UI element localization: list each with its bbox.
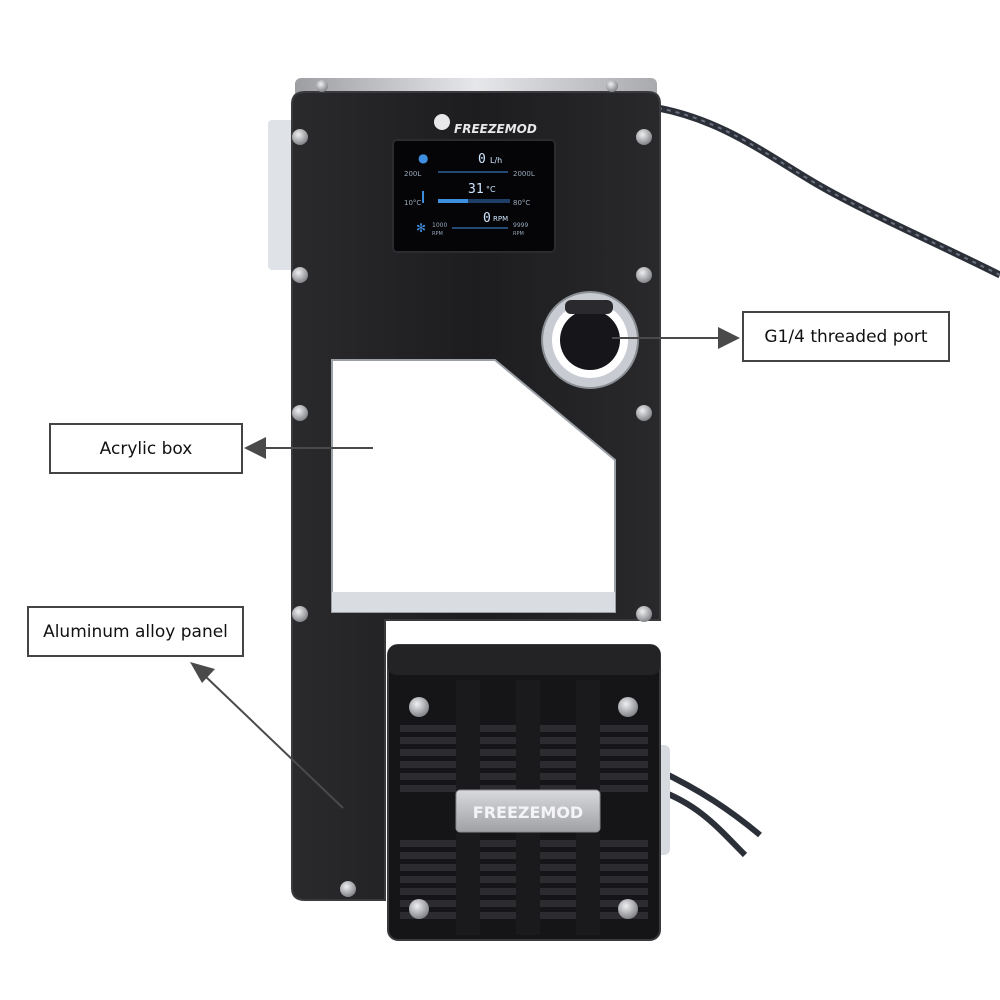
fan-min: 1000: [432, 222, 447, 229]
fan-min-unit: RPM: [432, 231, 443, 237]
temp-max: 80°C: [513, 199, 530, 207]
heatsink-badge: FREEZEMOD: [455, 789, 601, 833]
acrylic-box-label: Acrylic box: [49, 423, 243, 474]
arrows: [190, 327, 740, 809]
aluminum-panel-label: Aluminum alloy panel: [27, 606, 244, 657]
heatsink-screws: [409, 697, 638, 919]
fan-value: 0: [483, 211, 491, 226]
fan-unit: RPM: [493, 215, 508, 223]
acrylic-window: [331, 359, 616, 613]
oled-display: ● 0 L/h 200L 2000L ❙ 31 °C 10°C 80°C ✻ 0…: [392, 139, 556, 253]
svg-text:FREEZEMOD: FREEZEMOD: [454, 122, 537, 136]
panel-screws: [292, 80, 652, 897]
flow-max: 2000L: [513, 170, 535, 178]
svg-text:FREEZEMOD: FREEZEMOD: [473, 803, 583, 822]
flow-min: 200L: [404, 170, 421, 178]
g14-port: [541, 291, 639, 389]
acrylic-side: [268, 120, 294, 270]
temp-unit: °C: [486, 185, 496, 194]
brand-logo: FREEZEMOD: [434, 114, 537, 136]
flow-unit: L/h: [490, 156, 502, 165]
pump-heatsink: [387, 644, 661, 941]
temp-bar: [438, 199, 510, 203]
arrow-panel: [203, 674, 344, 809]
pump-cable: [656, 767, 762, 838]
svg-text:●: ●: [418, 151, 428, 165]
fan-max-unit: RPM: [513, 231, 524, 237]
flow-value: 0: [478, 152, 486, 167]
svg-text:❙: ❙: [418, 189, 428, 203]
temp-min: 10°C: [404, 199, 421, 207]
fan-max: 9999: [513, 222, 528, 229]
threaded-port-label: G1/4 threaded port: [742, 311, 950, 362]
temp-value: 31: [468, 182, 484, 197]
svg-text:✻: ✻: [416, 221, 426, 235]
